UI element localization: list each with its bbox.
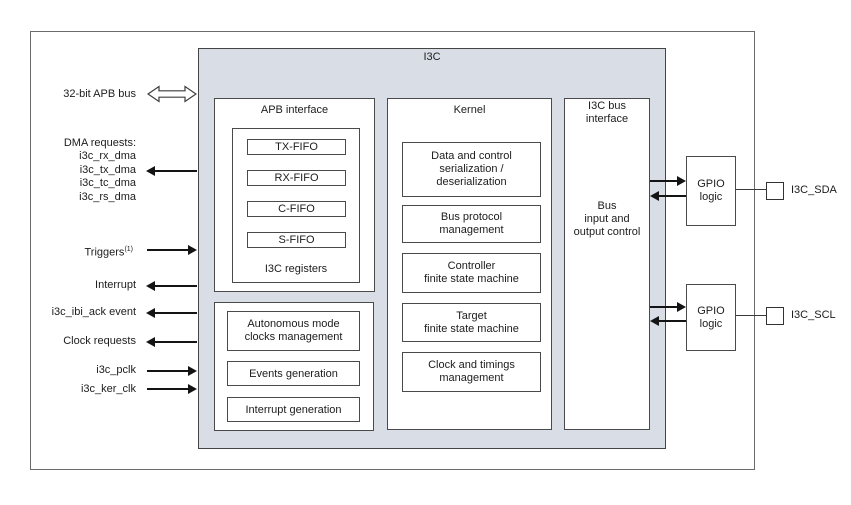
i3c-registers-label: I3C registers	[264, 263, 328, 275]
i3c-bus-interface-title: I3C bus interface	[585, 100, 629, 125]
gpio-logic-sda-box: GPIO logic	[686, 156, 736, 226]
autonomous-clocks-box: Autonomous mode clocks management	[227, 311, 360, 351]
c-fifo-box: C-FIFO	[247, 201, 346, 217]
tx-fifo-box: TX-FIFO	[247, 139, 346, 155]
pclk-arrow	[147, 366, 197, 376]
rx-fifo-box: RX-FIFO	[247, 170, 346, 186]
dma-requests-group: DMA requests: i3c_rx_dma i3c_tx_dma i3c_…	[0, 137, 136, 204]
triggers-footnote-sup: (1)	[124, 246, 133, 253]
gpio-logic-scl-box: GPIO logic	[686, 284, 736, 351]
pclk-label: i3c_pclk	[96, 364, 136, 376]
triggers-arrow	[147, 245, 197, 255]
dma-signal-rx: i3c_rx_dma	[79, 150, 136, 163]
apb-interface-title: APB interface	[260, 104, 329, 116]
clock-timings-box: Clock and timings management	[402, 352, 541, 392]
clock-requests-arrow	[146, 337, 197, 347]
s-fifo-box: S-FIFO	[247, 232, 346, 248]
interrupt-label: Interrupt	[95, 279, 136, 291]
bus-protocol-box: Bus protocol management	[402, 205, 541, 243]
i3c-bus-interface-box	[564, 98, 650, 430]
sda-input-arrow	[650, 191, 686, 201]
triggers-label: Triggers(1)	[84, 246, 134, 259]
serialization-box: Data and control serialization / deseria…	[402, 142, 541, 197]
kernel-title: Kernel	[453, 104, 486, 116]
dma-signal-tx: i3c_tx_dma	[79, 163, 136, 176]
target-fsm-box: Target finite state machine	[402, 303, 541, 342]
sda-output-arrow	[650, 176, 686, 186]
ibi-ack-arrow	[146, 308, 197, 318]
clock-requests-label: Clock requests	[63, 335, 136, 347]
i3c-sda-pin-label: I3C_SDA	[791, 184, 837, 196]
i3c-scl-pin-label: I3C_SCL	[791, 309, 836, 321]
gpio-sda-pin-line	[736, 189, 766, 191]
dma-signal-tc: i3c_tc_dma	[79, 177, 136, 190]
i3c-sda-pad	[766, 182, 784, 200]
apb-bus-label: 32-bit APB bus	[63, 88, 136, 100]
scl-input-arrow	[650, 316, 686, 326]
i3c-scl-pad	[766, 307, 784, 325]
ker-clk-label: i3c_ker_clk	[80, 383, 136, 395]
bus-io-control-label: Bus input and output control	[573, 200, 641, 238]
interrupt-generation-box: Interrupt generation	[227, 397, 360, 422]
apb-bus-bidirectional-arrow-icon	[147, 85, 197, 103]
dma-signal-rs: i3c_rs_dma	[79, 190, 136, 203]
interrupt-arrow	[146, 281, 197, 291]
ibi-ack-event-label: i3c_ibi_ack event	[51, 306, 136, 318]
events-generation-box: Events generation	[227, 361, 360, 386]
gpio-scl-pin-line	[736, 315, 766, 317]
dma-requests-arrow	[146, 166, 197, 176]
i3c-block-title: I3C	[423, 51, 441, 63]
dma-requests-label: DMA requests:	[63, 137, 136, 149]
scl-output-arrow	[650, 302, 686, 312]
ker-clk-arrow	[147, 384, 197, 394]
controller-fsm-box: Controller finite state machine	[402, 253, 541, 293]
